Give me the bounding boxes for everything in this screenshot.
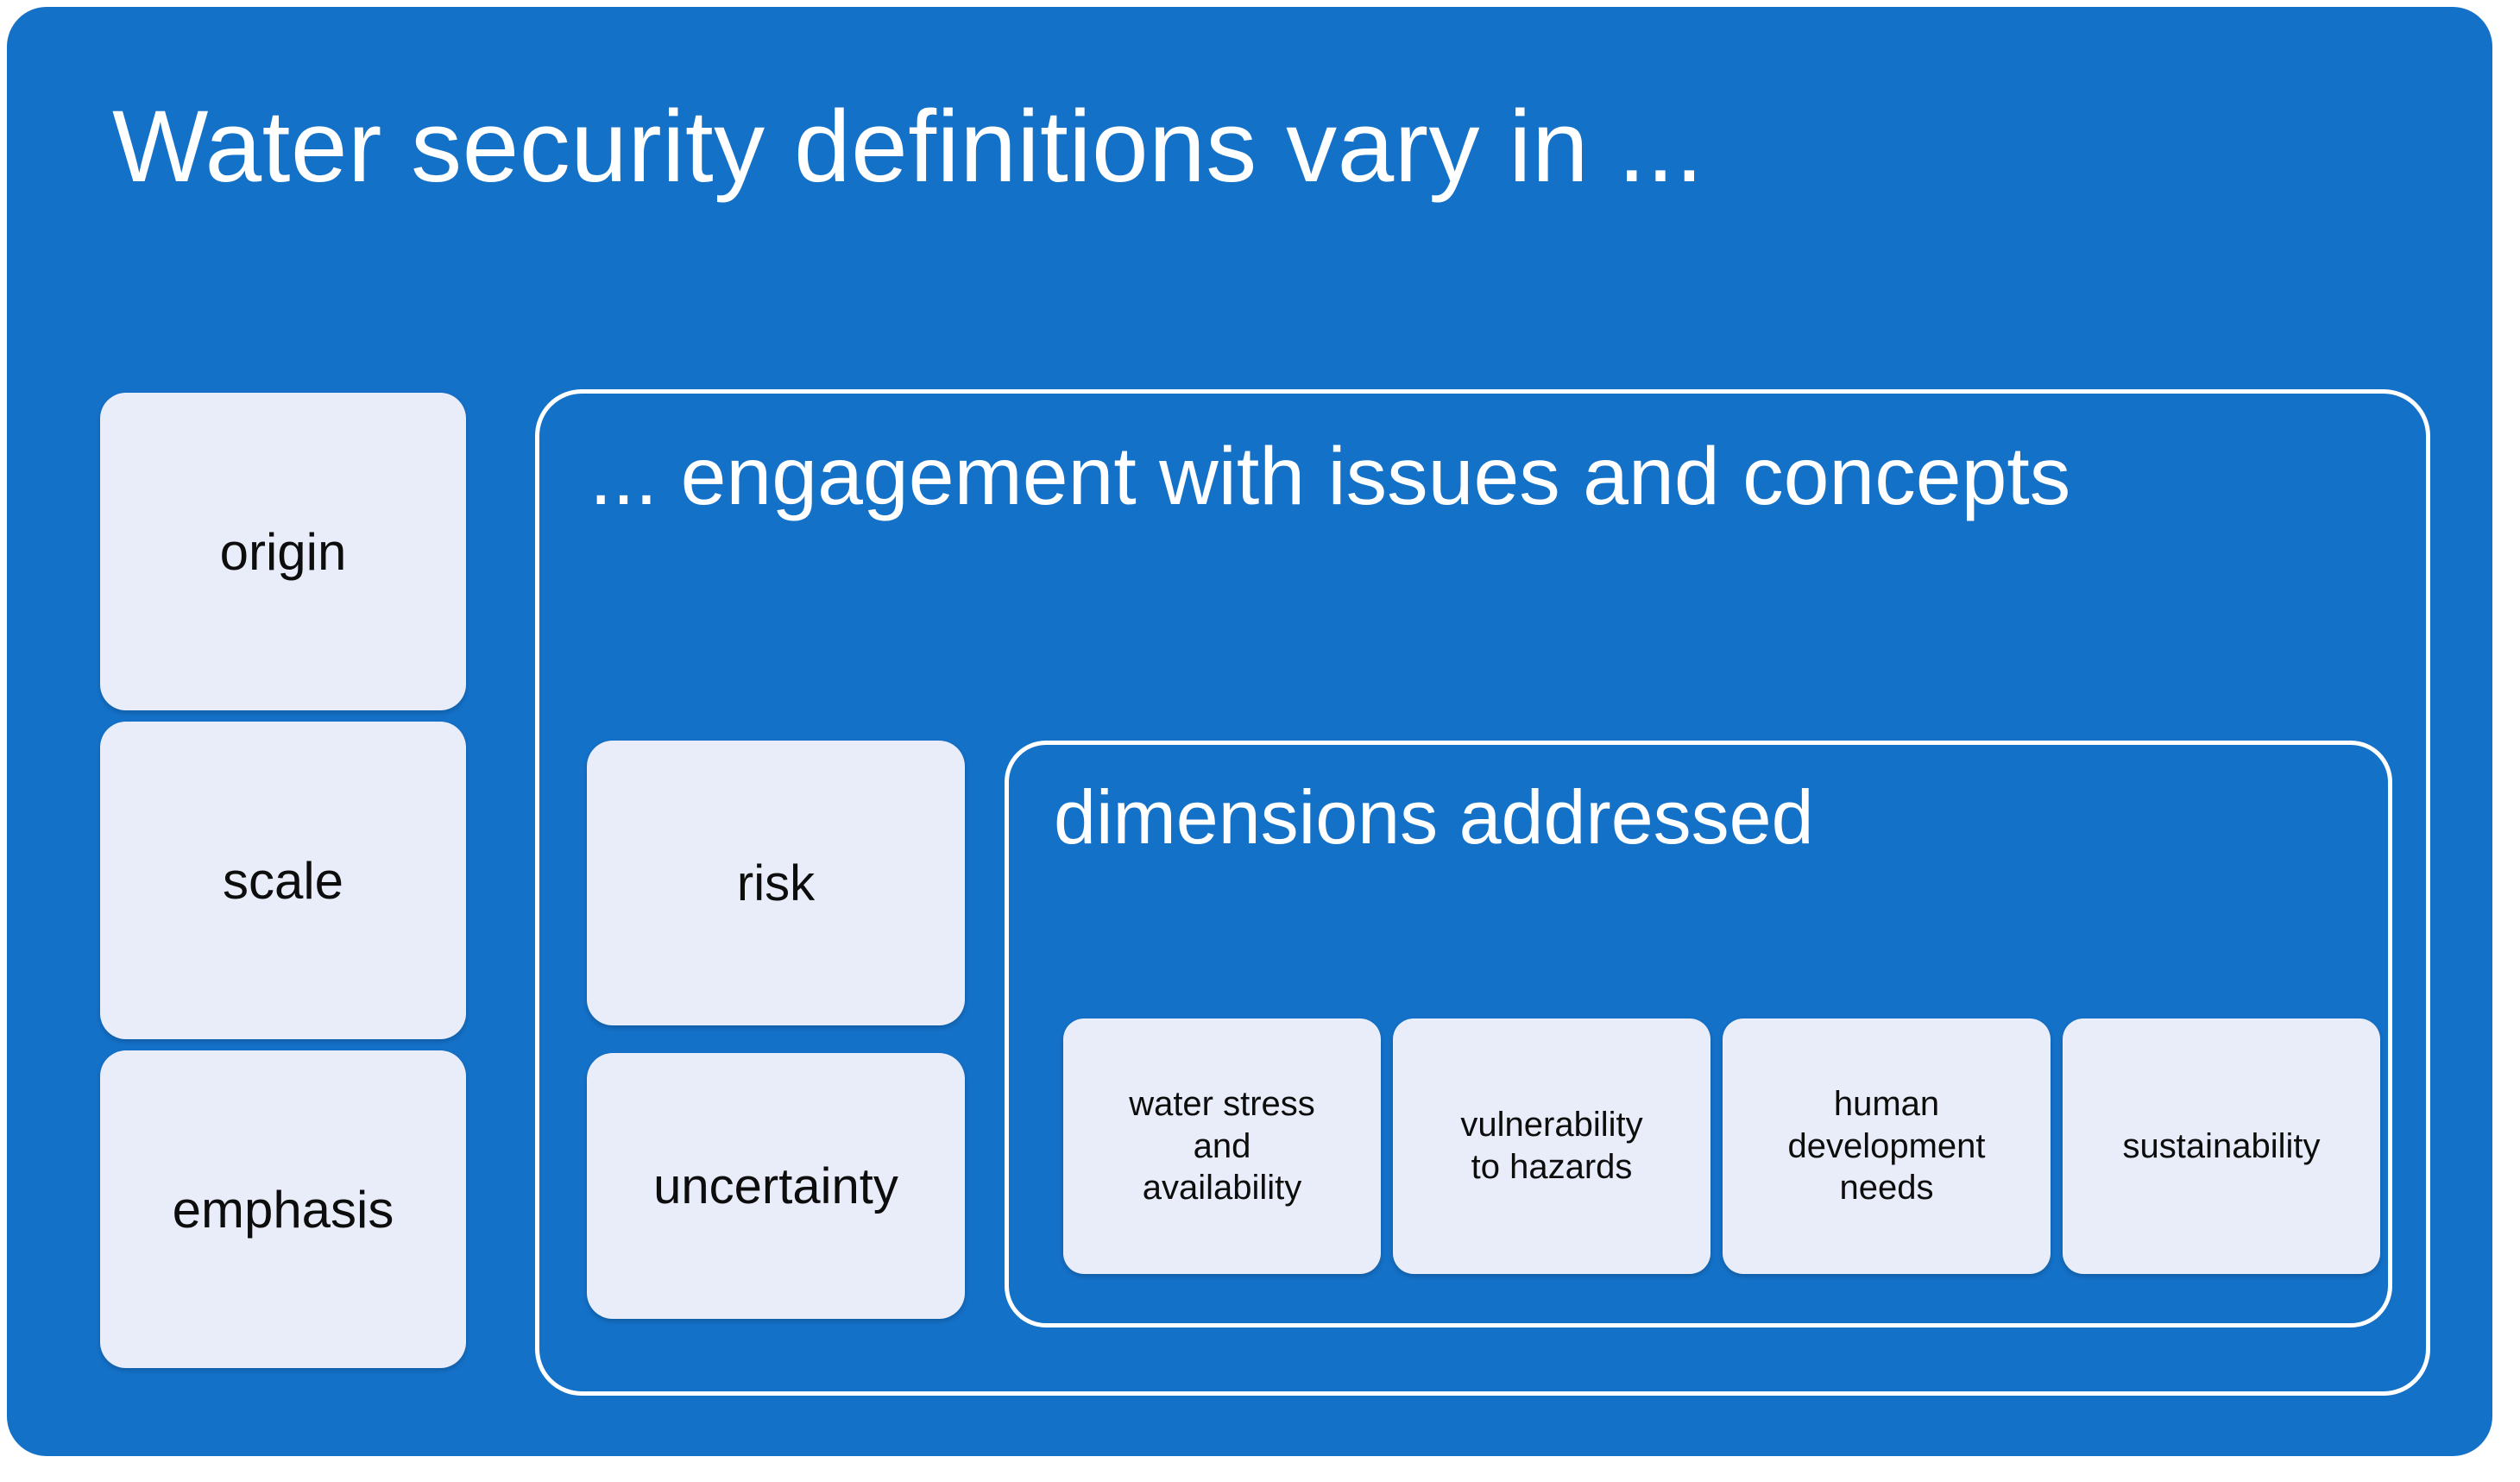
concept-chip-uncertainty-label: uncertainty: [653, 1157, 898, 1214]
dimensions-panel: dimensions addressed: [1005, 741, 2392, 1327]
page-title: Water security definitions vary in ...: [112, 90, 1704, 204]
engagement-panel: ... engagement with issues and concepts: [535, 389, 2430, 1396]
dimension-chip-human-development-needs-label: human development needs: [1787, 1084, 1986, 1208]
dimensions-panel-title: dimensions addressed: [1054, 774, 1814, 860]
dimension-chip-vulnerability-to-hazards[interactable]: vulnerability to hazards: [1393, 1018, 1710, 1274]
water-security-definitions-card: Water security definitions vary in ... o…: [7, 7, 2492, 1456]
dimension-chip-sustainability[interactable]: sustainability: [2063, 1018, 2380, 1274]
aspect-chip-scale[interactable]: scale: [100, 722, 466, 1039]
concept-chip-risk-label: risk: [736, 855, 816, 911]
dimension-chip-human-development-needs[interactable]: human development needs: [1723, 1018, 2051, 1274]
dimension-chip-water-stress-and-availability-label: water stress and availability: [1129, 1084, 1315, 1208]
aspect-chip-emphasis[interactable]: emphasis: [100, 1050, 466, 1368]
dimension-chip-vulnerability-to-hazards-label: vulnerability to hazards: [1460, 1106, 1643, 1186]
concept-chip-uncertainty[interactable]: uncertainty: [587, 1053, 965, 1319]
engagement-panel-title: ... engagement with issues and concepts: [589, 431, 2071, 522]
aspect-chip-emphasis-label: emphasis: [172, 1180, 394, 1239]
dimension-chip-water-stress-and-availability[interactable]: water stress and availability: [1063, 1018, 1381, 1274]
concept-chip-risk[interactable]: risk: [587, 741, 965, 1025]
dimension-chip-sustainability-label: sustainability: [2122, 1126, 2321, 1165]
aspect-chip-scale-label: scale: [222, 851, 344, 910]
aspect-chip-origin-label: origin: [219, 522, 347, 581]
aspect-chip-origin[interactable]: origin: [100, 393, 466, 710]
